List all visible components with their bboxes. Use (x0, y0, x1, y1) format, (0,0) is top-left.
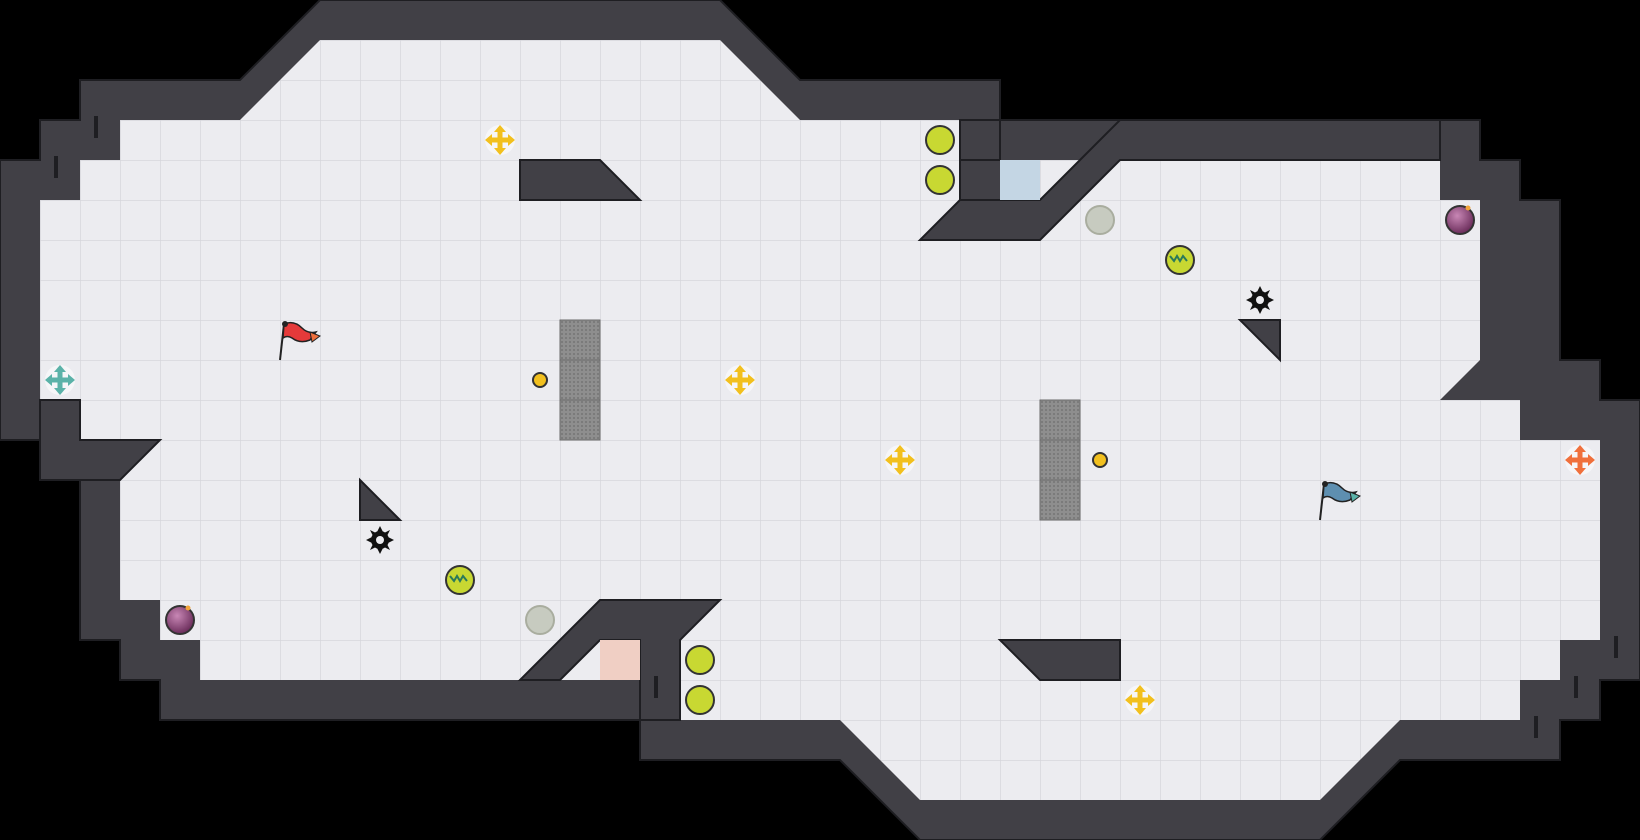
button[interactable] (685, 645, 715, 675)
red-endzone (600, 640, 640, 680)
gate-right (1039, 399, 1081, 521)
button[interactable] (685, 685, 715, 715)
powerup (445, 565, 475, 595)
blue-flag-icon (1319, 481, 1362, 521)
red-flag-icon (279, 321, 322, 361)
wall-notch-top (917, 119, 1441, 241)
boost-neutral-icon (1125, 685, 1155, 715)
boosts (45, 125, 1595, 715)
gate-left (559, 319, 601, 441)
wall-slits (54, 116, 1618, 738)
wall-tri-b (359, 477, 403, 521)
boost-neutral-icon (485, 125, 515, 155)
arena-floor (40, 40, 1600, 800)
boost-neutral-icon (725, 365, 755, 395)
boost-blue-icon (45, 365, 75, 395)
spike (366, 526, 394, 554)
spike (1246, 286, 1274, 314)
boost-neutral-icon (885, 445, 915, 475)
button[interactable] (925, 125, 955, 155)
inner-walls (39, 119, 1441, 721)
bomb (165, 605, 195, 635)
portal (525, 605, 555, 635)
small-marble (532, 372, 548, 388)
wall-tri-a (1237, 319, 1281, 363)
button[interactable] (925, 165, 955, 195)
bomb (1445, 205, 1475, 235)
boost-red-icon (1565, 445, 1595, 475)
buttons (685, 125, 955, 715)
small-marble (1092, 452, 1108, 468)
blue-endzone (1000, 160, 1040, 200)
wall-slab-a (519, 159, 643, 201)
wall-slab-b (997, 639, 1121, 681)
wall-left-step (39, 399, 163, 481)
powerup (1165, 245, 1195, 275)
portal (1085, 205, 1115, 235)
